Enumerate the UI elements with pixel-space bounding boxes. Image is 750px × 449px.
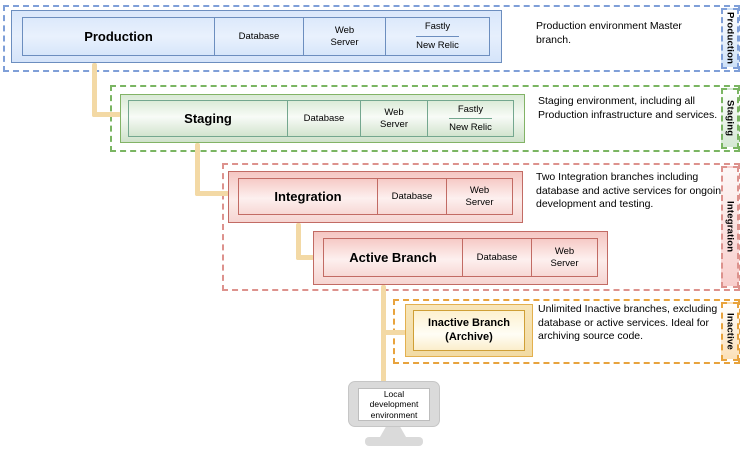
integration-box: Integration Database Web Server <box>228 171 523 223</box>
production-title: Production <box>22 17 215 56</box>
production-newrelic-cell: New Relic <box>416 36 459 55</box>
integration-title: Integration <box>238 178 378 215</box>
connector-integration-active-vertical <box>296 223 301 260</box>
monitor-stand <box>380 427 406 437</box>
staging-webserver-cell: Web Server <box>360 100 428 137</box>
connector-production-staging-horizontal <box>92 112 121 117</box>
integration-description: Two Integration branches including datab… <box>536 171 727 210</box>
production-side-tab: Production <box>721 8 739 69</box>
staging-side-tab: Staging <box>721 88 739 149</box>
active-branch-title: Active Branch <box>323 238 463 277</box>
local-dev-label: Local development environment <box>358 388 430 421</box>
production-database-cell: Database <box>214 17 304 56</box>
active-branch-database-cell: Database <box>462 238 532 277</box>
production-webserver-cell: Web Server <box>303 17 386 56</box>
connector-staging-integration-vertical <box>195 143 200 196</box>
staging-description: Staging environment, including all Produ… <box>538 95 718 121</box>
active-branch-box: Active Branch Database Web Server <box>313 231 608 285</box>
monitor-base <box>365 437 423 446</box>
staging-title: Staging <box>128 100 288 137</box>
integration-region <box>222 163 740 291</box>
staging-fastly-cell: Fastly <box>457 103 484 115</box>
integration-side-tab: Integration <box>721 166 739 288</box>
monitor-icon: Local development environment <box>348 381 440 446</box>
inactive-side-tab: Inactive <box>721 302 739 361</box>
staging-box: Staging Database Web Server Fastly New R… <box>120 94 525 143</box>
inactive-description: Unlimited Inactive branches, excluding d… <box>538 303 718 342</box>
staging-stacked-services-cell: Fastly New Relic <box>427 100 514 137</box>
production-box: Production Database Web Server Fastly Ne… <box>11 10 502 63</box>
staging-region <box>110 85 740 152</box>
active-branch-webserver-cell: Web Server <box>531 238 598 277</box>
integration-webserver-cell: Web Server <box>446 178 513 215</box>
production-fastly-cell: Fastly <box>424 21 451 33</box>
connector-integration-active-horizontal <box>296 255 314 260</box>
integration-database-cell: Database <box>377 178 447 215</box>
staging-database-cell: Database <box>287 100 361 137</box>
production-region <box>3 5 740 72</box>
inactive-branch-title: Inactive Branch (Archive) <box>413 310 525 351</box>
connector-staging-integration-horizontal <box>195 191 229 196</box>
production-description: Production environment Master branch. <box>536 20 682 46</box>
connector-production-staging-vertical <box>92 63 97 117</box>
production-stacked-services-cell: Fastly New Relic <box>385 17 490 56</box>
staging-newrelic-cell: New Relic <box>449 118 492 136</box>
inactive-branch-box: Inactive Branch (Archive) <box>405 304 533 357</box>
connector-active-inactive-horizontal <box>381 330 406 335</box>
